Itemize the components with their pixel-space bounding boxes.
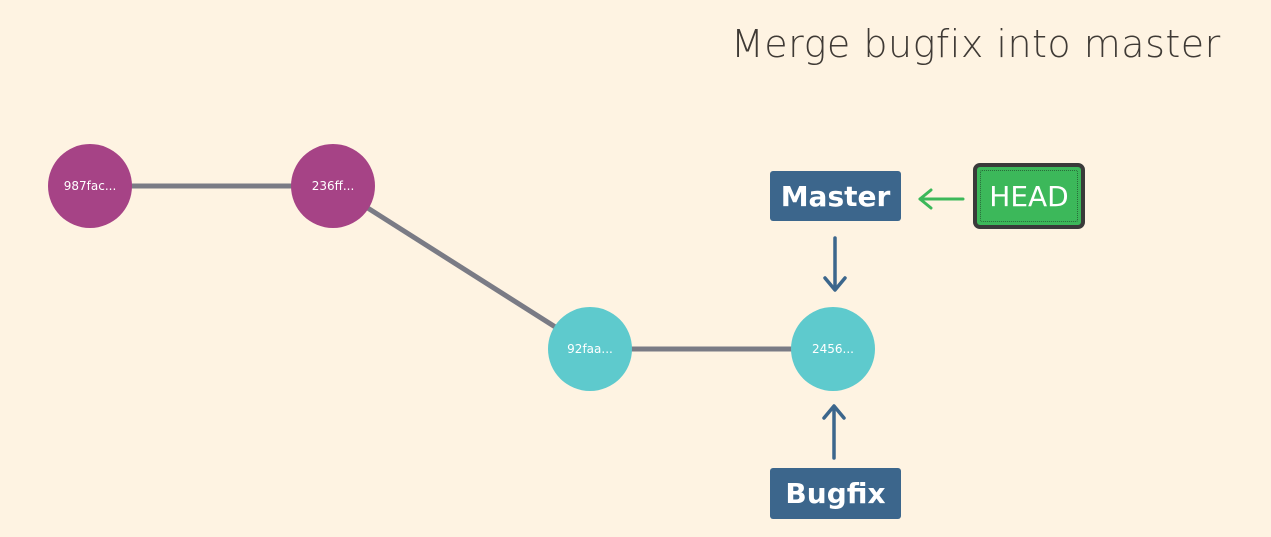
diagram-title: Merge bugfix into master	[731, 22, 1221, 66]
commit-node: 236ff...	[291, 144, 375, 228]
master-branch-label: Master	[770, 171, 901, 221]
commit-node: 2456...	[791, 307, 875, 391]
edge-236ff-92faa	[331, 183, 592, 352]
commit-hash: 92faa...	[567, 342, 613, 356]
commit-hash: 236ff...	[311, 179, 355, 193]
commit-hash: 987fac...	[63, 179, 117, 193]
bugfix-branch-text: Bugfix	[785, 477, 886, 510]
commit-node: 92faa...	[548, 307, 632, 391]
master-branch-text: Master	[780, 179, 891, 213]
head-text: HEAD	[989, 179, 1069, 213]
master-pointer-arrow-icon	[823, 236, 847, 292]
bugfix-branch-label: Bugfix	[770, 468, 901, 519]
bugfix-pointer-arrow-icon	[822, 404, 846, 460]
head-pointer: HEAD	[973, 163, 1085, 229]
commit-hash: 2456...	[812, 342, 854, 356]
head-pointer-arrow-icon	[918, 188, 965, 210]
commit-node: 987fac...	[48, 144, 132, 228]
head-dotted-border	[980, 170, 1078, 222]
